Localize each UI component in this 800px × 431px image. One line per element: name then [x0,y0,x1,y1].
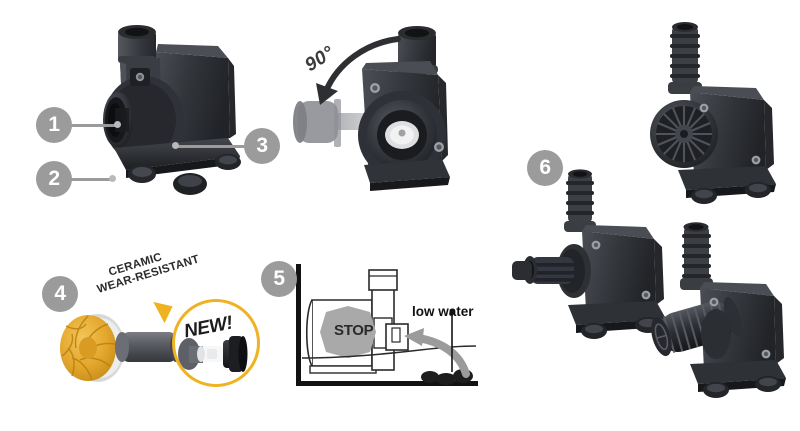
leader-dot-3 [172,142,179,149]
stop-octagon-icon [320,306,376,358]
ceramic-wear-resistant-label: CERAMIC WEAR-RESISTANT [92,241,201,297]
horizontal-hose-adapter [512,244,591,298]
pump-variant-tube-strainer [636,218,800,418]
new-feature-bubble: NEW! [172,299,260,387]
callout-badge-6[interactable]: 6 [527,150,563,186]
leader-line-3 [176,145,248,148]
leader-dot-1 [114,121,121,128]
leader-line-1 [68,124,120,127]
pump-front-view [78,22,268,202]
pump-variant-round-strainer [628,20,796,210]
callout-badge-1[interactable]: 1 [36,107,72,143]
leader-dot-2 [109,175,116,182]
callout-badge-5[interactable]: 5 [261,261,297,297]
stop-sign-label: STOP [334,322,374,339]
low-water-label: low water [412,304,474,319]
low-water-diagram [296,262,496,399]
callout-badge-4[interactable]: 4 [42,276,78,312]
rotation-arrow-icon [316,36,401,105]
leader-line-2 [68,178,114,181]
callout-badge-3[interactable]: 3 [244,128,280,164]
hose-barb [566,169,594,223]
callout-badge-2[interactable]: 2 [36,161,72,197]
pump-rotating-outlet-view [290,25,500,210]
curved-flow-arrow-icon [404,328,470,378]
hose-barb [682,222,711,280]
hose-barb [670,22,700,84]
